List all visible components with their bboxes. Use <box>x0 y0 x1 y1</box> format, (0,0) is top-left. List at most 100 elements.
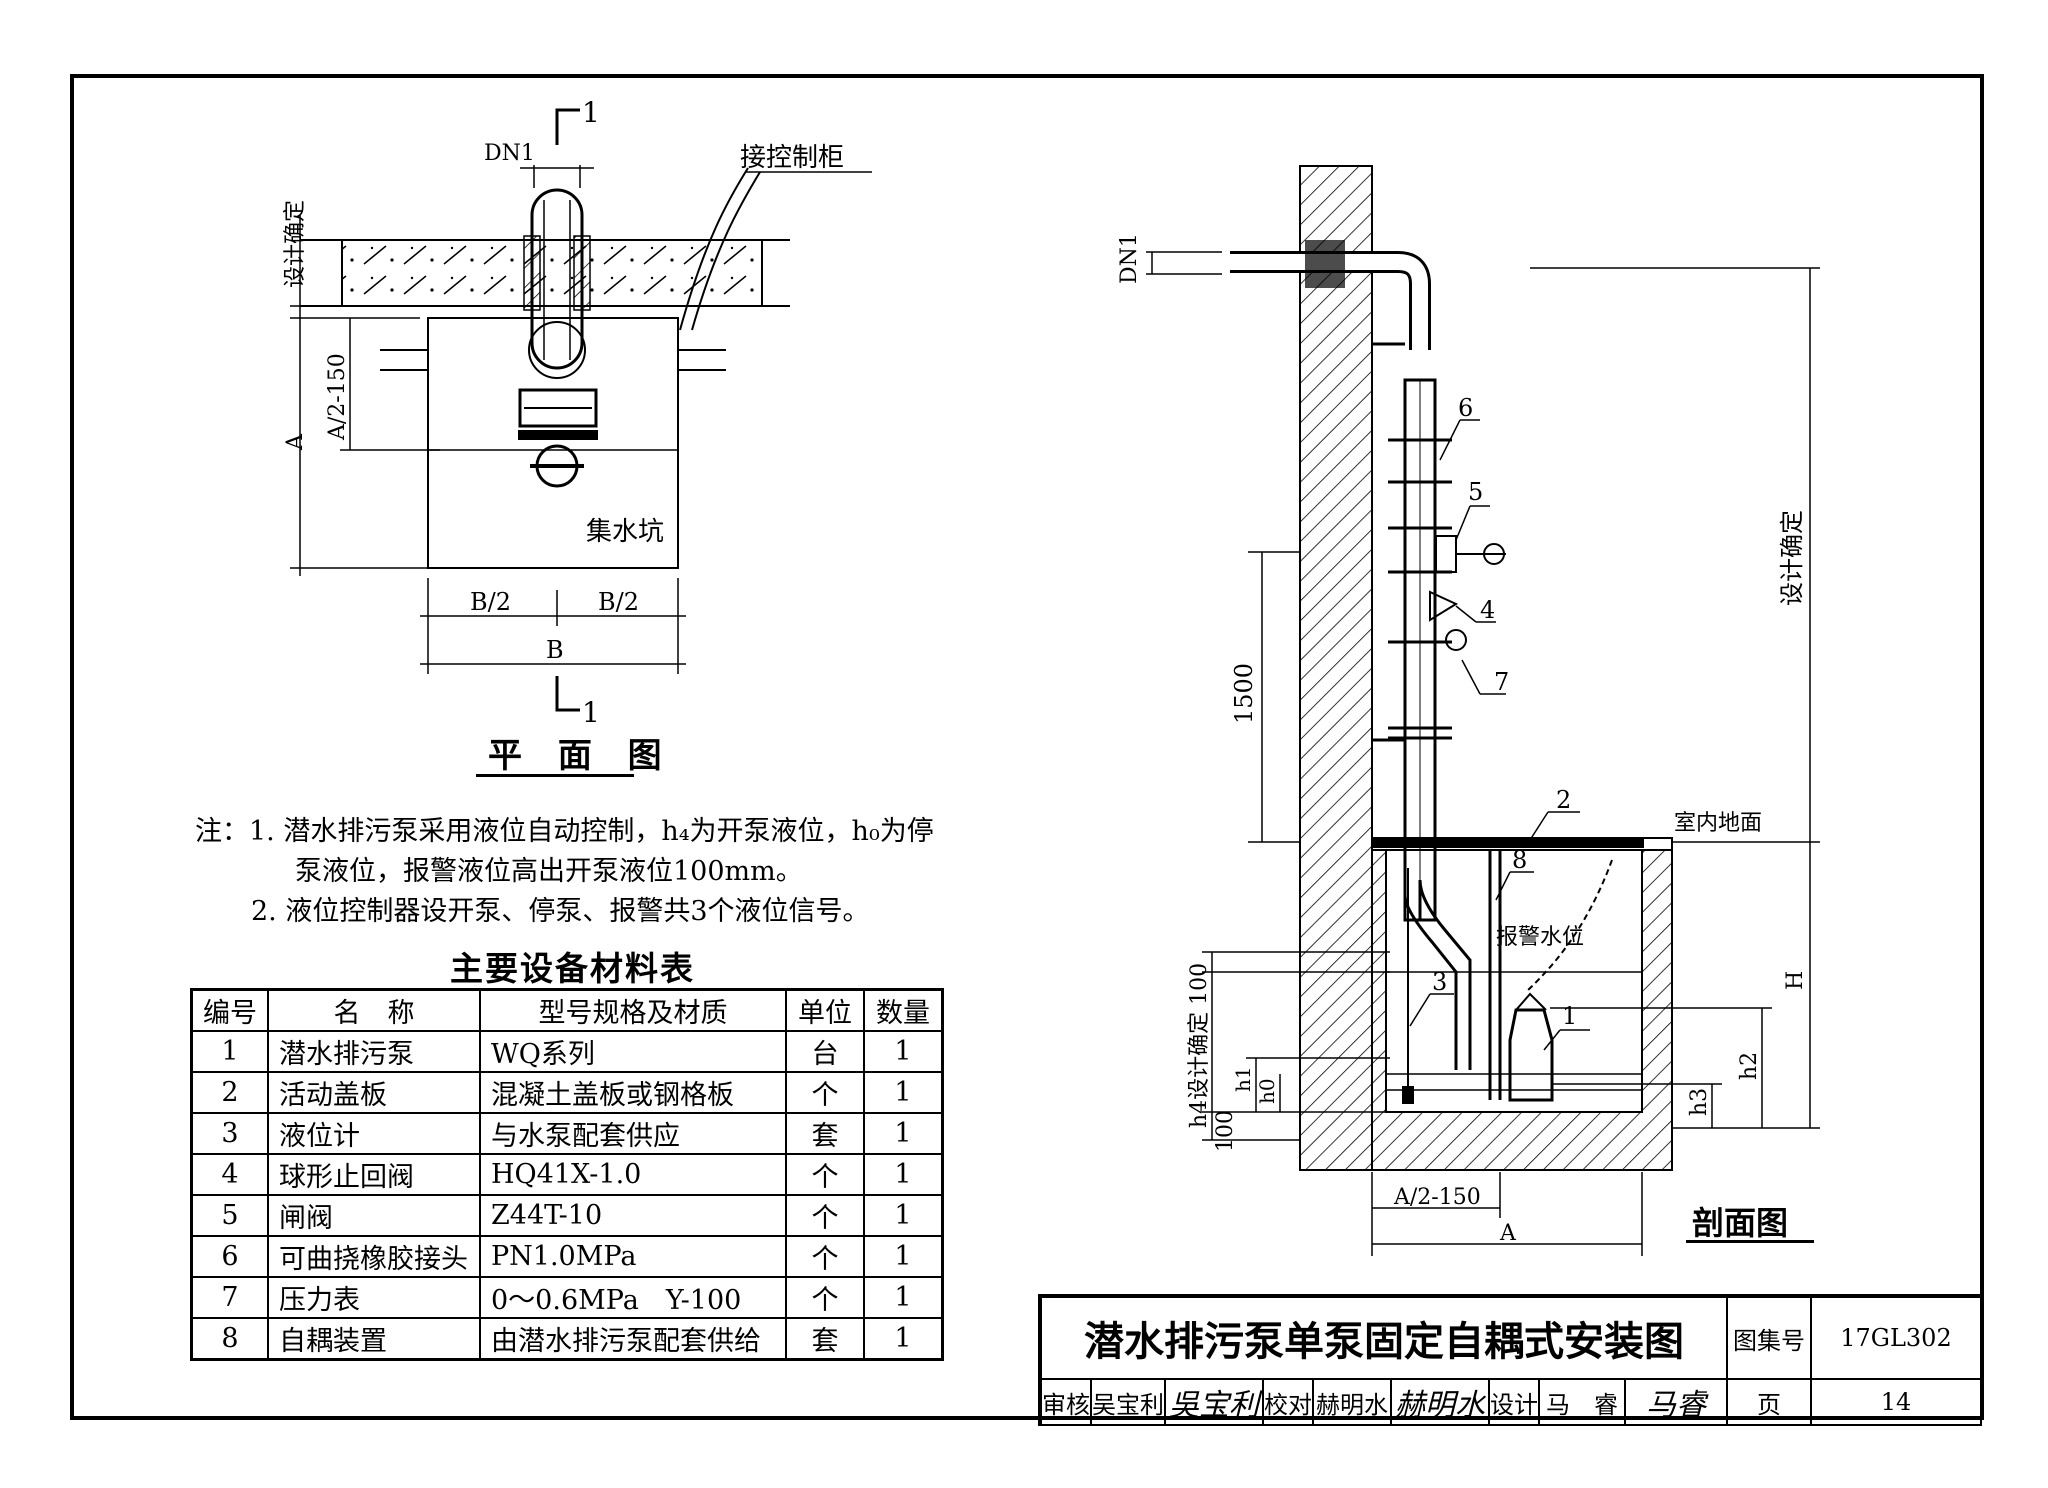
note-line-1: 注：1. 潜水排污泵采用液位自动控制，h₄为开泵液位，h₀为停 <box>195 816 934 847</box>
review-label: 审核 <box>1038 1378 1092 1426</box>
plan-b-label: B <box>546 636 564 664</box>
table-row: 1 潜水排污泵 WQ系列 台 1 <box>190 1030 944 1073</box>
table-cell: 1 <box>863 1071 944 1114</box>
table-cell: 1 <box>863 1153 944 1196</box>
callout-4: 4 <box>1480 596 1495 624</box>
table-cell: 套 <box>785 1317 865 1361</box>
callout-7: 7 <box>1494 668 1509 696</box>
table-header: 单位 <box>785 988 865 1032</box>
notes: 注：1. 潜水排污泵采用液位自动控制，h₄为开泵液位，h₀为停 泵液位，报警液位… <box>195 812 934 932</box>
table-row: 5 闸阀 Z44T-10 个 1 <box>190 1194 944 1237</box>
table-cell: 个 <box>785 1235 865 1278</box>
plan-design-determined: 设计确定 <box>283 200 308 288</box>
section-dim-100: 100 <box>1213 1110 1238 1152</box>
plan-dim-a-half: A/2-150 <box>325 353 350 441</box>
page-number: 14 <box>1810 1378 1982 1426</box>
note-line-3: 2. 液位控制器设开泵、停泵、报警共3个液位信号。 <box>251 896 870 927</box>
section-title-underline <box>1686 1240 1814 1243</box>
table-cell: 台 <box>785 1030 865 1073</box>
table-cell: HQ41X-1.0 <box>479 1153 787 1196</box>
table-cell: 与水泵配套供应 <box>479 1112 787 1155</box>
table-row: 2 活动盖板 混凝土盖板或钢格板 个 1 <box>190 1071 944 1114</box>
plan-slab <box>341 239 763 307</box>
table-cell: 1 <box>863 1276 944 1319</box>
table-cell: 由潜水排污泵配套供给 <box>479 1317 787 1361</box>
table-cell: 6 <box>190 1235 269 1278</box>
designer-signature: 马睿 <box>1624 1378 1728 1426</box>
section-indoor-floor: 室内地面 <box>1674 811 1762 836</box>
check-label: 校对 <box>1262 1378 1314 1426</box>
section-dim-1500: 1500 <box>1230 663 1258 724</box>
material-table: 编号 名 称 型号规格及材质 单位 数量 1 潜水排污泵 WQ系列 台 1 2 … <box>190 988 944 1361</box>
table-cell: 压力表 <box>267 1276 481 1319</box>
plan-sump-label: 集水坑 <box>586 517 664 547</box>
title-block: 潜水排污泵单泵固定自耦式安装图 图集号 17GL302 审核 吴宝利 吳宝利 校… <box>1038 1294 1982 1426</box>
plan-section-mark-bottom: 1 <box>582 696 600 729</box>
section-view: DN1 1500 设计确定 室内地面 报警水位 H h2 h3 h1 h0 h4… <box>1117 165 1820 1256</box>
table-cell: 个 <box>785 1153 865 1196</box>
table-cell: 1 <box>190 1030 269 1073</box>
atlas-no-label: 图集号 <box>1726 1294 1812 1380</box>
table-cell: 8 <box>190 1317 269 1361</box>
section-title: 剖面图 <box>1692 1204 1789 1242</box>
table-cell: 1 <box>863 1194 944 1237</box>
table-cell: 2 <box>190 1071 269 1114</box>
table-cell: 个 <box>785 1276 865 1319</box>
callout-8: 8 <box>1512 846 1527 874</box>
section-h1-label: h1 <box>1231 1066 1255 1092</box>
checker-signature: 赫明水 <box>1390 1378 1490 1426</box>
plan-title: 平 面 图 <box>488 736 674 776</box>
table-cell: Z44T-10 <box>479 1194 787 1237</box>
plan-control-cabinet-label: 接控制柜 <box>740 143 844 173</box>
section-a-label: A <box>1499 1221 1517 1246</box>
page-label: 页 <box>1726 1378 1812 1426</box>
section-h2-label: h2 <box>1737 1052 1762 1080</box>
section-h-label: H <box>1783 971 1808 990</box>
plan-b-half-left: B/2 <box>470 588 511 616</box>
section-h0-label: h0 <box>1255 1078 1279 1104</box>
note-line-2: 泵液位，报警液位高出开泵液位100mm。 <box>295 856 803 887</box>
table-row: 3 液位计 与水泵配套供应 套 1 <box>190 1112 944 1155</box>
table-cell: 4 <box>190 1153 269 1196</box>
plan-dn1-label: DN1 <box>484 141 535 166</box>
table-cell: PN1.0MPa <box>479 1235 787 1278</box>
table-cell: 1 <box>863 1317 944 1361</box>
table-cell: 活动盖板 <box>267 1071 481 1114</box>
section-design-determined: 设计确定 <box>1778 510 1806 606</box>
reviewer-name: 吴宝利 <box>1090 1378 1166 1426</box>
callout-3: 3 <box>1432 968 1447 996</box>
section-wall <box>1299 165 1373 1171</box>
table-row: 8 自耦装置 由潜水排污泵配套供给 套 1 <box>190 1317 944 1361</box>
callout-6: 6 <box>1458 394 1473 422</box>
section-gate-valve <box>1483 543 1505 565</box>
section-cover-plate <box>1372 838 1644 848</box>
table-header: 型号规格及材质 <box>479 988 787 1032</box>
callout-5: 5 <box>1468 478 1483 506</box>
table-cell: 个 <box>785 1194 865 1237</box>
table-cell: 1 <box>863 1112 944 1155</box>
plan-dim-a: A <box>283 433 308 451</box>
plan-title-underline <box>476 774 634 777</box>
table-cell: WQ系列 <box>479 1030 787 1073</box>
table-cell: 个 <box>785 1071 865 1114</box>
section-h3-label: h3 <box>1687 1088 1712 1116</box>
table-header: 编号 <box>190 988 269 1032</box>
plan-sump-pit <box>427 317 679 569</box>
table-cell: 0～0.6MPa Y-100 <box>479 1276 787 1319</box>
table-cell: 3 <box>190 1112 269 1155</box>
table-cell: 球形止回阀 <box>267 1153 481 1196</box>
design-label: 设计 <box>1488 1378 1540 1426</box>
drawing-title: 潜水排污泵单泵固定自耦式安装图 <box>1038 1294 1728 1380</box>
table-cell: 混凝土盖板或钢格板 <box>479 1071 787 1114</box>
plan-view: 1 1 DN1 接控制柜 设计确定 A/2-150 A 集水坑 B/2 B/2 … <box>283 96 872 729</box>
plan-b-half-right: B/2 <box>598 588 639 616</box>
section-cut-top <box>555 108 580 145</box>
section-h4-design: h4设计确定 100 <box>1187 963 1212 1128</box>
table-header: 数量 <box>863 988 944 1032</box>
section-alarm-level: 报警水位 <box>1496 925 1584 950</box>
table-cell: 1 <box>863 1235 944 1278</box>
table-cell: 闸阀 <box>267 1194 481 1237</box>
table-cell: 潜水排污泵 <box>267 1030 481 1073</box>
table-cell: 5 <box>190 1194 269 1237</box>
